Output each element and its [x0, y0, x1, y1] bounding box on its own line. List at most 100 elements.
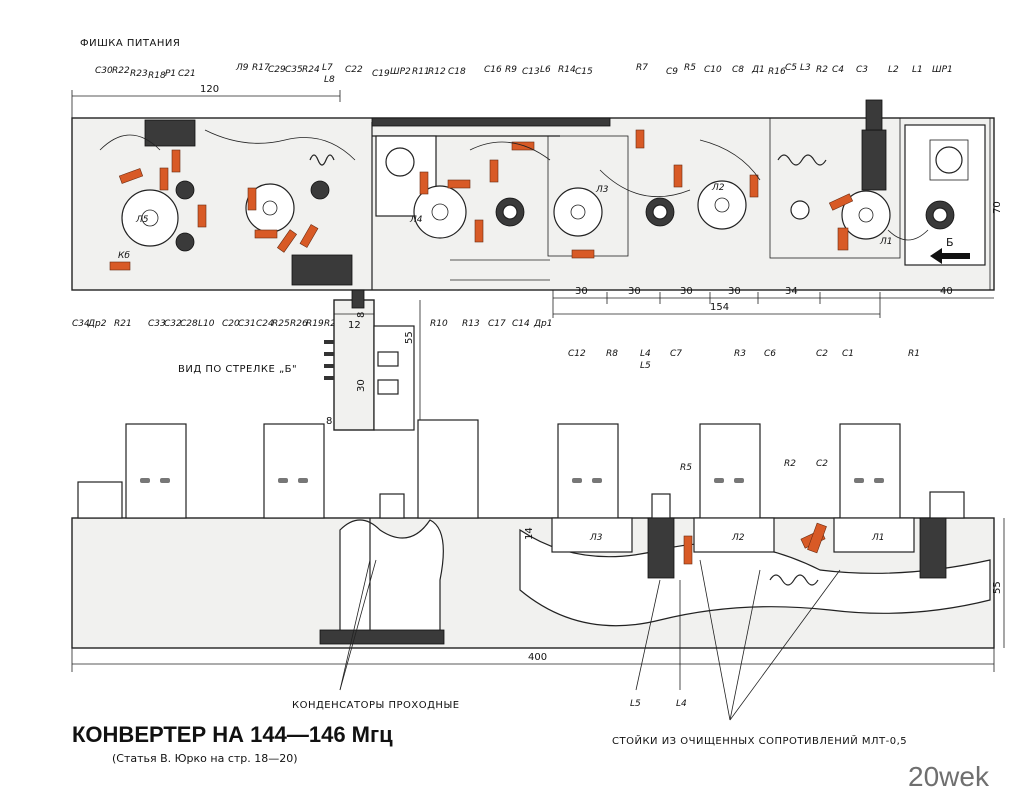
component-label: Л1 — [879, 237, 893, 247]
side-8b: 8 — [326, 416, 332, 427]
dim-400-text: 400 — [528, 652, 547, 663]
seg-2: 30 — [680, 286, 693, 297]
component-label: L6 — [540, 65, 551, 75]
component-label: C15 — [575, 67, 593, 77]
component-label: R20 — [324, 319, 342, 329]
view-arrow-icon — [930, 248, 970, 264]
tube-sockets — [121, 180, 891, 247]
component-label: R10 — [430, 319, 448, 329]
seg-1: 30 — [628, 286, 641, 297]
component-label: R5 — [680, 463, 692, 473]
component-label: R5 — [684, 63, 696, 73]
component-label: R8 — [606, 349, 618, 359]
component-label: R24 — [302, 65, 320, 75]
component-label: C22 — [345, 65, 363, 75]
seg-3: 30 — [728, 286, 741, 297]
component-label: P1 — [165, 69, 176, 79]
component-label: C7 — [670, 349, 682, 359]
feedthrough-caption: КОНДЕНСАТОРЫ ПРОХОДНЫЕ — [292, 700, 460, 711]
component-label: Л4 — [409, 215, 423, 225]
component-label: L2 — [888, 65, 899, 75]
side-30: 30 — [356, 379, 367, 392]
component-label: R3 — [734, 349, 746, 359]
component-label: R13 — [462, 319, 480, 329]
component-label: C32 — [164, 319, 182, 329]
component-label: R26 — [290, 319, 308, 329]
component-label: R25 — [272, 319, 290, 329]
component-label: C21 — [178, 69, 196, 79]
power-plug-block — [144, 119, 196, 147]
component-label: R16 — [768, 67, 786, 77]
component-label: C35 — [285, 65, 303, 75]
view-arrow-caption: ВИД ПО СТРЕЛКЕ „Б" — [178, 364, 297, 375]
component-label: R21 — [114, 319, 132, 329]
component-label: L1 — [912, 65, 923, 75]
component-label: C20 — [222, 319, 240, 329]
component-label: C10 — [704, 65, 722, 75]
dim-120-text: 120 — [200, 84, 219, 95]
page-title: КОНВЕРТЕР НА 144—146 Мгц — [72, 722, 393, 747]
component-label: R9 — [505, 65, 517, 75]
top-component-labels: C30 R22 R23 R18 P1 C21 Л9 R17 C29 C35 R2… — [95, 63, 953, 85]
component-label: C19 — [372, 69, 390, 79]
component-label: R18 — [148, 71, 166, 81]
trimmer-capacitors — [175, 180, 955, 252]
page-subtitle: (Статья В. Юрко на стр. 18—20) — [112, 752, 298, 765]
side-55: 55 — [404, 331, 415, 344]
bottom-component-labels: C34 Др2 R21 C33 C32 C28 L10 C20 C31 C24 … — [72, 319, 920, 371]
component-label: C4 — [832, 65, 844, 75]
power-plug-caption: ФИШКА ПИТАНИЯ — [80, 38, 180, 49]
component-label: Др2 — [87, 319, 107, 329]
seg-0: 30 — [575, 286, 588, 297]
component-label: L8 — [324, 75, 335, 85]
seg-5: 40 — [940, 286, 953, 297]
component-label: C30 — [95, 66, 113, 76]
side-8a: 8 — [356, 312, 367, 318]
component-label: C8 — [732, 65, 744, 75]
component-label: C12 — [568, 349, 586, 359]
component-label: Кб — [118, 251, 130, 261]
component-label: Л9 — [235, 63, 249, 73]
component-label: Л5 — [135, 215, 149, 225]
component-label: Л3 — [595, 185, 609, 195]
component-label: C34 — [72, 319, 90, 329]
component-label: Д1 — [751, 65, 765, 75]
component-label: R2 — [816, 65, 828, 75]
dim-segments: 30 30 30 30 34 40 154 — [552, 286, 994, 318]
component-label: R23 — [130, 69, 148, 79]
component-label: R1 — [908, 349, 920, 359]
component-label: C29 — [268, 65, 286, 75]
component-label: L7 — [322, 63, 333, 73]
component-label: C2 — [816, 459, 828, 469]
component-label: C28 — [180, 319, 198, 329]
component-label: R14 — [558, 65, 576, 75]
component-label: L4 — [640, 349, 651, 359]
coils — [309, 99, 887, 191]
component-label: Л1 — [871, 533, 885, 543]
component-label: Л3 — [589, 533, 603, 543]
component-label: R12 — [428, 67, 446, 77]
arrow-b-label: Б — [946, 236, 954, 249]
component-label: R7 — [636, 63, 648, 73]
front-view — [71, 419, 995, 721]
component-label: R19 — [306, 319, 324, 329]
dim-400: 400 55 14 — [71, 518, 1005, 672]
component-label: R11 — [412, 67, 430, 77]
component-label: Др1 — [533, 319, 552, 329]
component-label: R22 — [112, 66, 130, 76]
component-label: R2 — [784, 459, 796, 469]
component-label: R17 — [252, 63, 270, 73]
component-label: C24 — [256, 319, 274, 329]
side-view: 12 8 55 30 8 — [324, 289, 421, 432]
top-view: Б — [71, 99, 995, 291]
component-label: Л2 — [731, 533, 745, 543]
tube-labels: Л5 Кб Л4 Л3 Л2 Л1 — [118, 183, 893, 261]
component-label: Л2 — [711, 183, 725, 193]
posts-caption: СТОЙКИ ИЗ ОЧИЩЕННЫХ СОПРОТИВЛЕНИЙ МЛТ-0,… — [612, 734, 907, 747]
dim-120: 120 — [71, 84, 341, 118]
component-label: C9 — [666, 67, 678, 77]
component-label: L10 — [198, 319, 215, 329]
component-label: ШР2 — [390, 67, 411, 77]
watermark: 20wek — [908, 761, 990, 792]
component-label: C14 — [512, 319, 530, 329]
